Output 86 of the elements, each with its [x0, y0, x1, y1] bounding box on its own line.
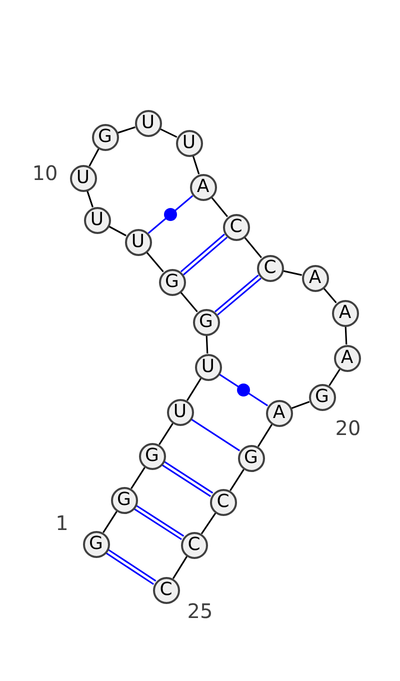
position-number: 25 [187, 601, 213, 621]
nucleotide-circle [92, 124, 118, 150]
base-letter: C [216, 493, 230, 511]
base-pair-line [214, 274, 262, 316]
base-letter: G [199, 313, 213, 331]
base-letter: G [315, 388, 329, 406]
base-pair-line [148, 195, 194, 234]
backbone-line [86, 190, 94, 208]
backbone-line [160, 128, 178, 138]
backbone-line [257, 424, 273, 447]
nucleotide-circle [134, 110, 162, 136]
backbone-line [244, 236, 262, 258]
backbone-line [118, 126, 136, 134]
nucleotide-circle [194, 354, 222, 380]
nucleotide-circle [152, 576, 180, 604]
base-pair-line [161, 460, 214, 498]
base-letter: A [196, 178, 210, 196]
backbone-line [186, 378, 202, 401]
base-letter: G [117, 491, 131, 509]
backbone-line [158, 422, 174, 446]
base-letter: G [244, 449, 258, 467]
base-pair-line [105, 548, 157, 586]
nucleotide-circle [138, 442, 166, 470]
base-letter: A [340, 349, 354, 367]
base-pair-line [133, 504, 185, 540]
nucleotide-circle [308, 384, 336, 410]
nucleotide-circle [190, 174, 216, 200]
base-letter: U [182, 134, 196, 152]
backbone-line [88, 148, 100, 166]
base-letter: C [188, 536, 200, 554]
backbone-line [146, 252, 164, 272]
nucleotide-circle [222, 214, 250, 240]
nucleotide-circle [176, 130, 202, 156]
base-letter: U [141, 114, 155, 132]
base-letter: A [272, 404, 286, 422]
base-letter: U [131, 233, 145, 251]
nucleotide-circle [180, 532, 208, 558]
nucleotide-circle [256, 254, 284, 282]
position-number: 1 [56, 513, 68, 533]
base-pair-line [218, 374, 268, 406]
nucleotide-circle [84, 206, 110, 234]
nucleotide-circle [302, 264, 328, 292]
base-letter: A [308, 269, 322, 287]
nucleotide-circle [332, 300, 358, 326]
base-letter: G [98, 128, 112, 146]
nucleotide-circle [158, 268, 186, 296]
backbone-line [192, 156, 200, 174]
base-pair-line [180, 233, 228, 276]
nucleotide-circle [70, 164, 96, 192]
nucleotide-circle [192, 308, 220, 336]
backbone-line [328, 368, 340, 386]
backbone-line [180, 292, 198, 312]
base-letter: C [230, 218, 242, 236]
position-number: 10 [32, 163, 58, 183]
nucleotide-circle [210, 488, 236, 516]
base-letter: C [160, 581, 172, 599]
nucleotide-circle [82, 530, 110, 558]
base-letter: U [173, 403, 187, 421]
base-letter: A [338, 304, 352, 322]
base-letter: G [165, 273, 179, 291]
backbone-line [344, 326, 348, 345]
base-letter: G [89, 535, 103, 553]
backbone-line [102, 510, 118, 534]
backbone-line [283, 270, 302, 276]
backbone-line [230, 468, 244, 492]
position-number: 20 [335, 418, 361, 438]
nucleotide-circle [110, 486, 138, 514]
nucleotide-circle [266, 400, 292, 426]
backbone-line [206, 335, 208, 354]
backbone-line [210, 196, 228, 218]
nucleotide-circle [334, 344, 360, 372]
base-letter: U [90, 211, 104, 229]
backbone-line [200, 512, 216, 534]
base-letter: U [76, 169, 90, 187]
nucleotide-circle [238, 444, 264, 472]
backbone-line [108, 226, 126, 236]
backbone-line [172, 556, 188, 579]
base-letter: G [145, 447, 159, 465]
backbone-line [291, 400, 310, 410]
backbone-line [323, 288, 337, 304]
base-letter: C [264, 259, 276, 277]
nucleotide-circle [124, 228, 152, 256]
base-pair-line [190, 418, 240, 452]
nucleotide-circle [166, 398, 194, 426]
backbone-line [130, 466, 146, 490]
base-letter: U [201, 358, 215, 376]
